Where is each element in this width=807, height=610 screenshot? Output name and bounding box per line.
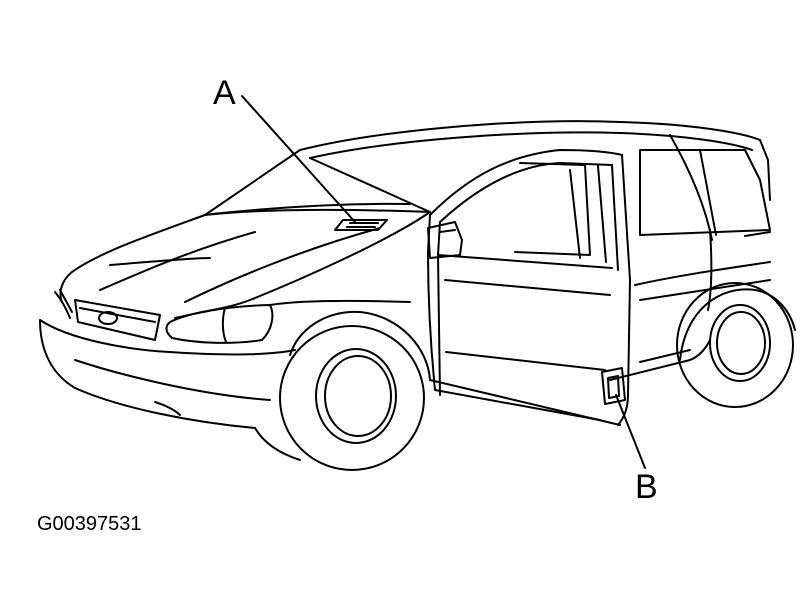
callout-a-leader — [241, 95, 356, 223]
callout-leaders — [241, 95, 646, 469]
rear-windows — [639, 149, 771, 236]
rear-wheel — [676, 282, 796, 408]
windshield — [204, 149, 431, 216]
callout-a: A — [213, 74, 236, 112]
side-mirror — [427, 221, 463, 259]
front-grille — [74, 299, 161, 341]
front-bumper — [39, 319, 296, 429]
body-side — [254, 134, 771, 461]
front-wheel — [279, 310, 431, 471]
callout-b-leader — [615, 394, 646, 469]
callout-b: B — [635, 468, 658, 506]
figure-id: G00397531 — [37, 513, 142, 535]
cowl-vent — [334, 219, 388, 231]
headlights — [54, 289, 274, 344]
roof-outline — [299, 120, 771, 201]
open-door — [427, 149, 631, 426]
door-jamb-switch — [601, 367, 626, 405]
